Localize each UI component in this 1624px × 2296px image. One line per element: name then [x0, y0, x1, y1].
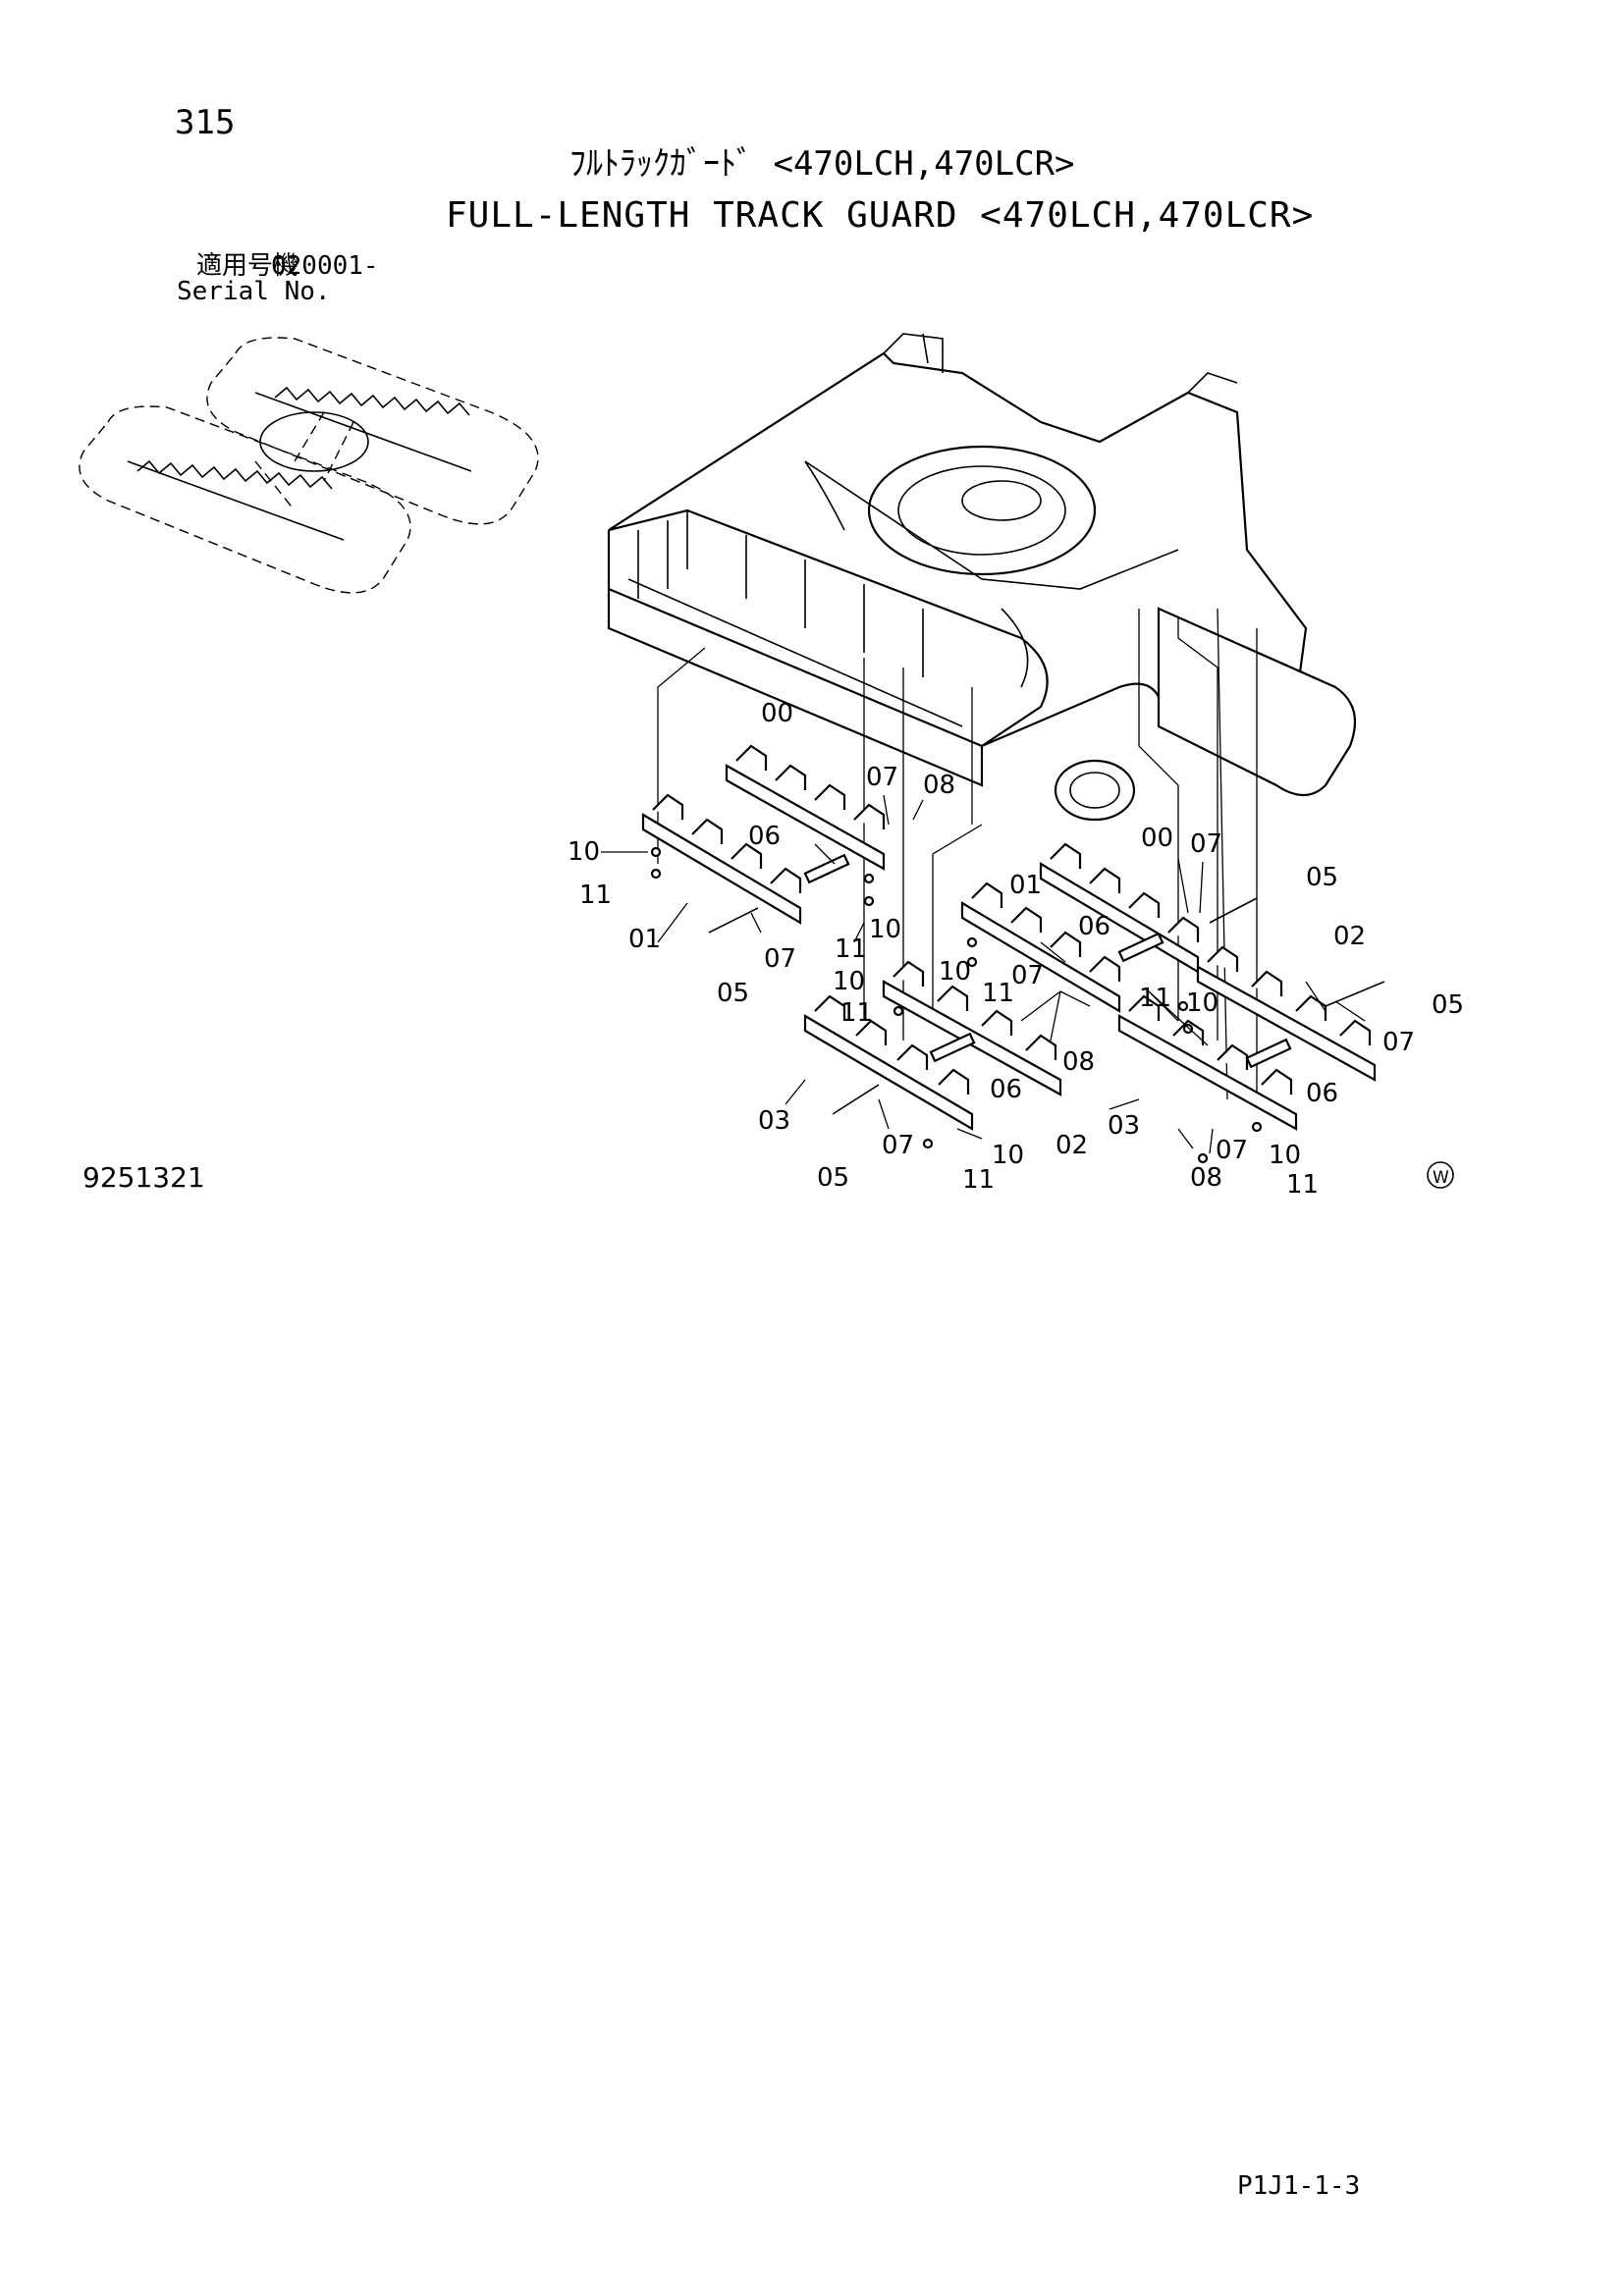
callout-label: 07 — [882, 1131, 914, 1160]
callout-label: 05 — [817, 1163, 849, 1193]
callout-label: 10 — [1186, 988, 1218, 1018]
callout-label: 00 — [1141, 824, 1173, 853]
title-japanese: ﾌﾙﾄﾗｯｸｶﾞｰﾄﾞ <470LCH,470LCR> — [569, 144, 1075, 184]
lower-frame — [607, 333, 1357, 822]
callout-label: 07 — [1011, 961, 1044, 990]
callout-label: 08 — [1062, 1047, 1095, 1077]
overview-thumbnail — [79, 337, 539, 594]
callout-label: 10 — [869, 915, 901, 944]
serial-number: 020001- — [271, 251, 379, 281]
callout-label: 06 — [1306, 1079, 1338, 1108]
callout-label: 03 — [758, 1106, 790, 1136]
callout-label: 11 — [1286, 1170, 1319, 1200]
callout-label: 05 — [1306, 863, 1338, 892]
callout-label: 10 — [568, 837, 600, 867]
callout-label: 00 — [761, 699, 793, 728]
callout-label: 11 — [982, 979, 1014, 1008]
callout-label: 01 — [1009, 871, 1042, 900]
callout-label: 11 — [579, 881, 612, 910]
callout-label: 05 — [717, 979, 749, 1008]
callout-label: 10 — [833, 967, 865, 996]
callout-label: 07 — [764, 944, 796, 974]
callout-label: 10 — [992, 1141, 1024, 1170]
w-mark-label: W — [1433, 1168, 1449, 1188]
callout-label: 06 — [748, 822, 781, 851]
callout-label: 07 — [1216, 1136, 1248, 1165]
callout-label: 01 — [628, 925, 661, 954]
callout-label: 07 — [866, 763, 898, 792]
figure-number: 9251321 — [82, 1161, 205, 1194]
callout-label: 11 — [1139, 984, 1171, 1013]
callout-label: 02 — [1056, 1131, 1088, 1160]
callout-label: 10 — [1269, 1141, 1301, 1170]
callout-label: 10 — [939, 957, 971, 987]
callout-label: 08 — [1190, 1163, 1222, 1193]
callout-label: 07 — [1382, 1028, 1415, 1057]
callout-label: 02 — [1333, 922, 1366, 951]
track-guard-parts — [641, 744, 1385, 1164]
page-code: P1J1-1-3 — [1237, 2171, 1361, 2201]
alignment-lines — [657, 608, 1258, 1100]
callout-label: 11 — [835, 934, 867, 964]
callout-leaders — [601, 794, 1366, 1154]
title-english: FULL-LENGTH TRACK GUARD <470LCH,470LCR> — [446, 195, 1315, 236]
w-mark-icon: W — [1427, 1161, 1454, 1189]
callout-label: 11 — [840, 998, 873, 1028]
callout-label: 03 — [1108, 1111, 1140, 1141]
page-number: 315 — [175, 103, 236, 142]
callout-label: 06 — [990, 1075, 1022, 1104]
serial-label-english: Serial No. — [177, 277, 331, 306]
callout-label: 05 — [1432, 990, 1464, 1020]
callout-label: 08 — [923, 771, 955, 800]
callout-label: 07 — [1190, 829, 1222, 859]
part-callouts: 00 07 08 10 06 11 11 10 01 07 05 00 07 0… — [568, 699, 1464, 1200]
callout-label: 06 — [1078, 912, 1110, 941]
serial-label-japanese: 適用号機 — [196, 251, 299, 281]
callout-label: 11 — [962, 1165, 995, 1195]
